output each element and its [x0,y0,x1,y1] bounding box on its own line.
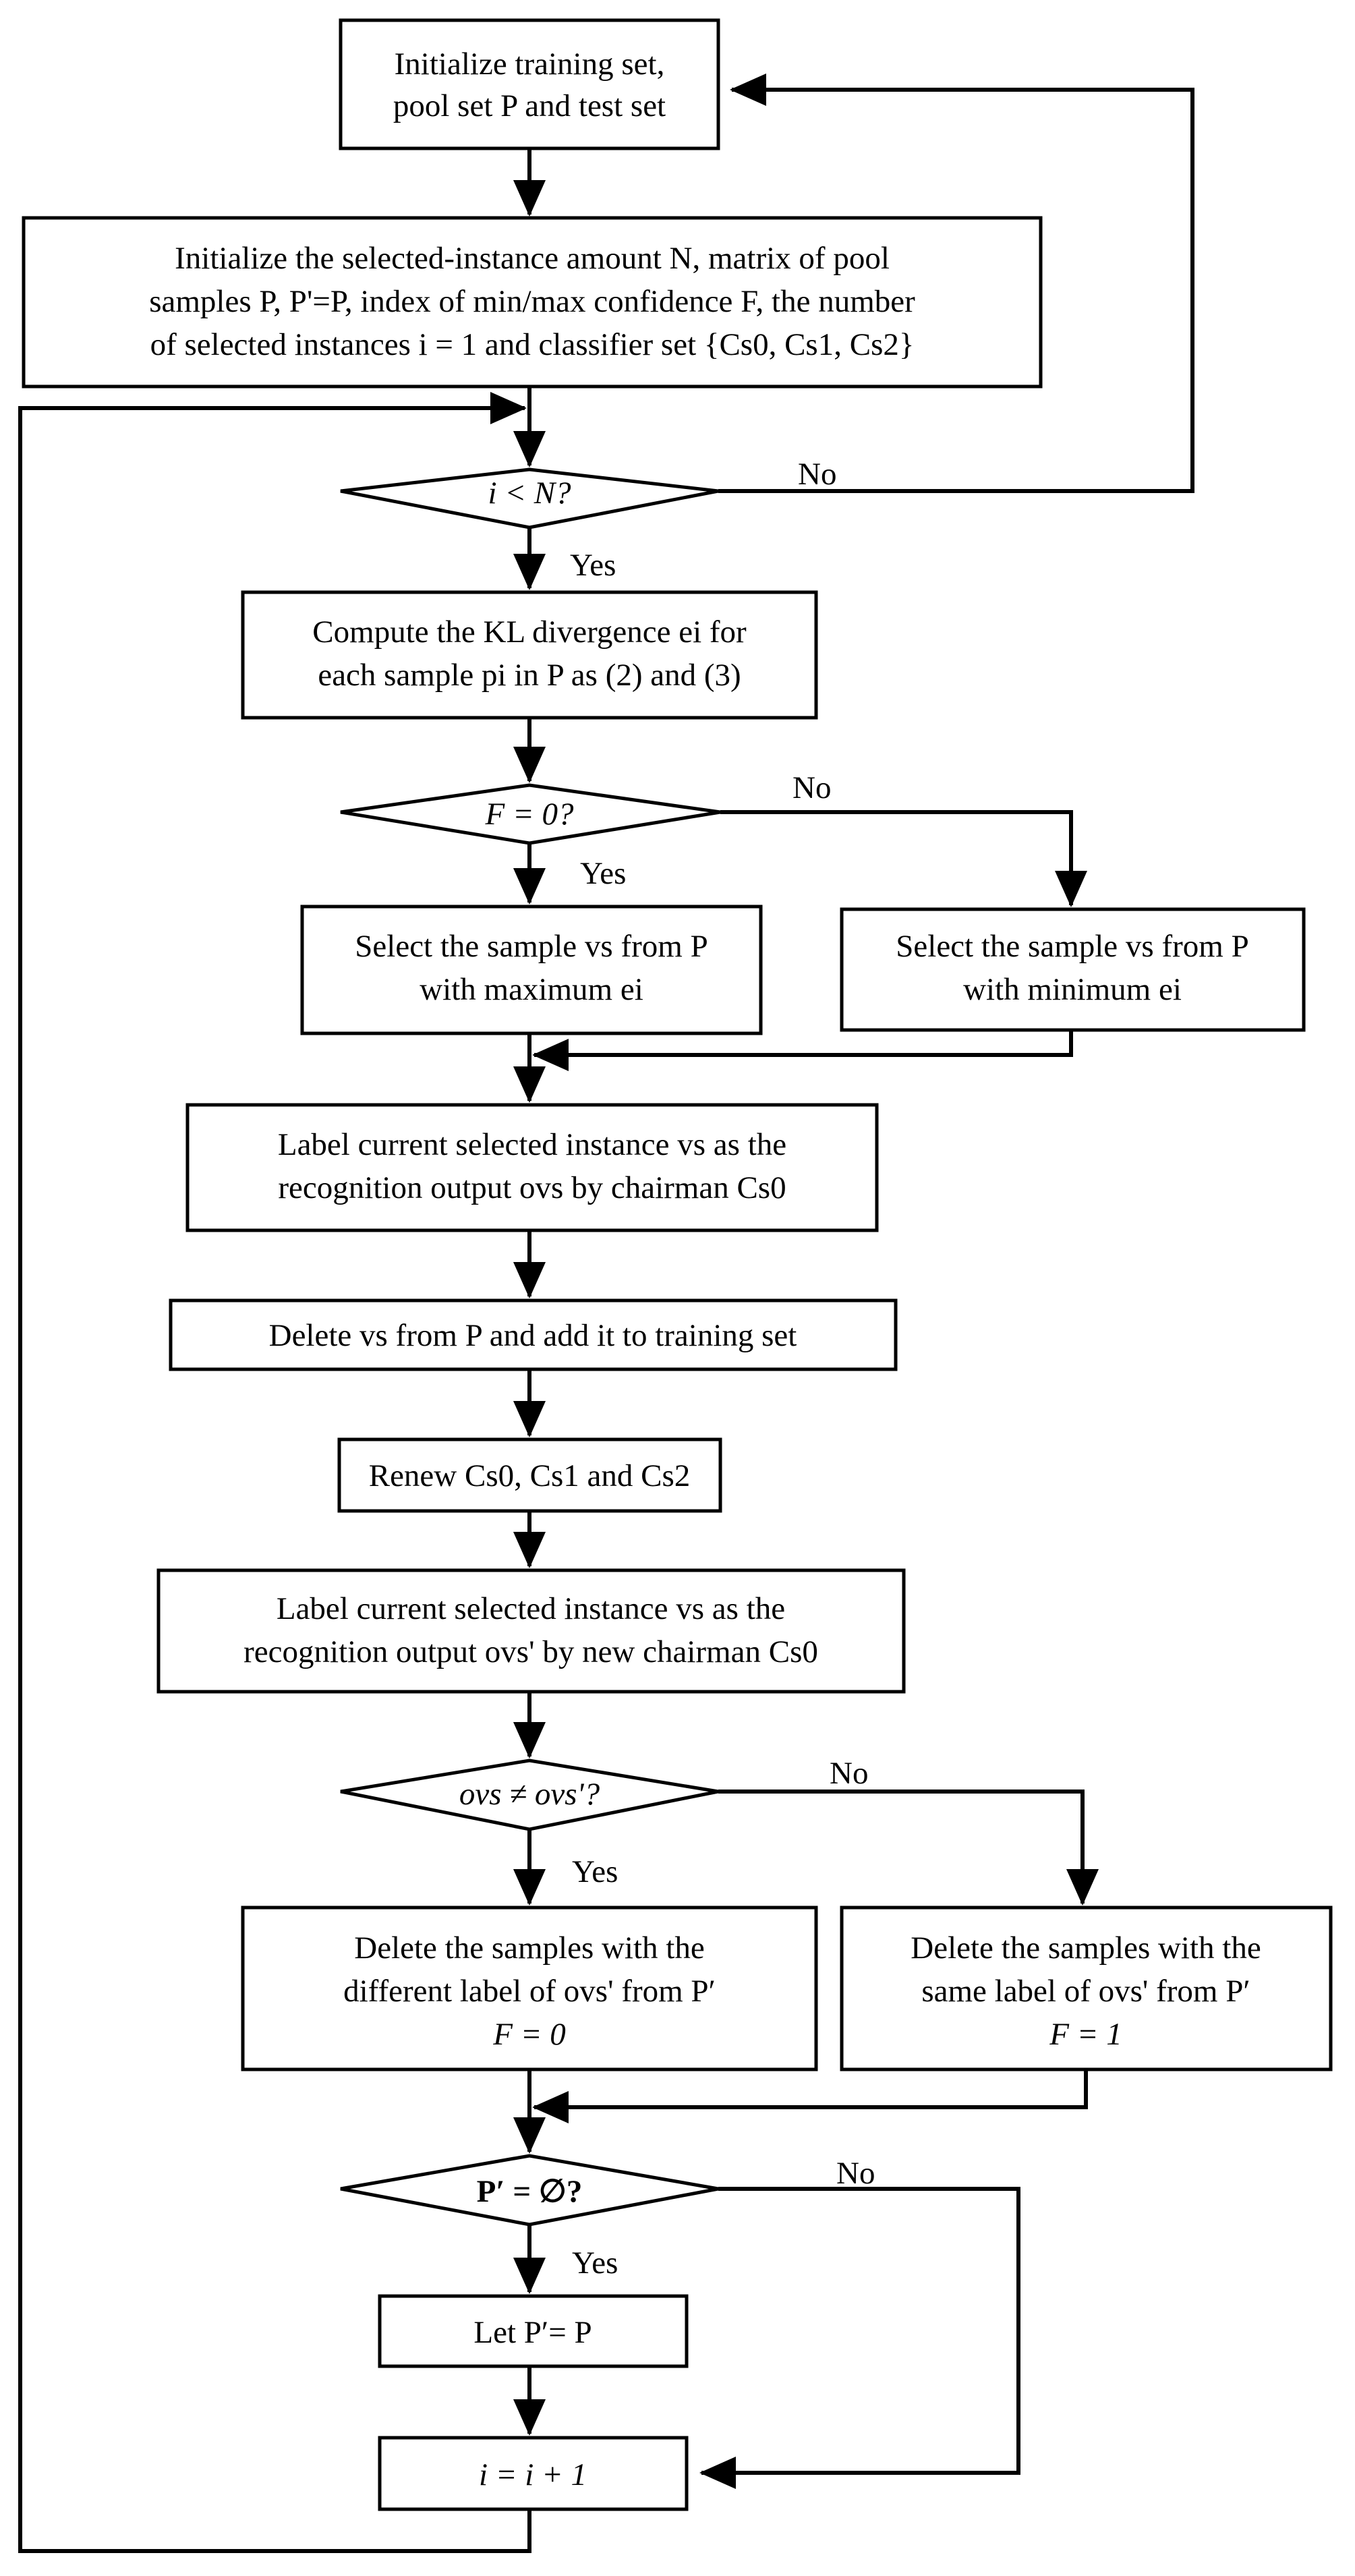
compute-kl-line-1: Compute the KL divergence ei for [312,614,747,650]
cond-o-neq-text: ovs ≠ ovs'? [459,1777,600,1812]
select-max-line-2: with maximum ei [420,972,643,1007]
select-min-box [840,907,1306,1032]
label-yes-1: Yes [570,548,616,583]
select-max-box [300,905,763,1035]
cond-p-empty-text: P′ = ∅? [477,2174,583,2209]
label-no-1: No [798,457,836,492]
label-no-3: No [830,1756,868,1791]
let-p-box [378,2294,689,2368]
init-params-box [22,216,1043,389]
delete-add-box [169,1298,898,1371]
delete-same-line-1: Delete the samples with the [911,1930,1261,1966]
label-new-chairman-line-2: recognition output ovs' by new chairman … [243,1634,818,1669]
init-sets-line-2: pool set P and test set [393,88,666,123]
init-params-line-3: of selected instances i = 1 and classifi… [150,327,915,362]
label-yes-2: Yes [580,856,626,891]
init-params-line-1: Initialize the selected-instance amount … [175,241,890,276]
increment-text: i = i + 1 [479,2457,587,2492]
arrow-no-to-init [718,74,1194,493]
delete-diff-box [241,1906,818,2071]
cond-p-empty-diamond [340,2154,719,2227]
delete-same-line-2: same label of ovs' from P′ [921,1974,1250,2009]
label-new-chairman-box [156,1568,906,1694]
connectors [18,74,1194,2553]
arrow-same-to-merge [532,2069,1088,2123]
branch-labels: No Yes No Yes No Yes No Yes [570,457,875,2281]
compute-kl-line-2: each sample pi in P as (2) and (3) [318,658,741,693]
label-no-2: No [792,770,831,805]
node-texts: Initialize training set, pool set P and … [149,47,1261,2492]
label-chairman-line-1: Label current selected instance vs as th… [278,1127,786,1162]
delete-diff-line-1: Delete the samples with the [354,1930,704,1966]
label-chairman-line-2: recognition output ovs by chairman Cs0 [278,1170,786,1205]
arrow-no-to-min [720,810,1087,907]
increment-box [378,2436,689,2511]
arrow-no-to-delete-same [718,1790,1099,1906]
arrow-min-to-merge [532,1030,1073,1071]
label-yes-4: Yes [572,2245,618,2281]
delete-diff-line-2: different label of ovs' from P′ [343,1974,716,2009]
arrow-no-to-increment [699,2187,1020,2489]
select-max-line-1: Select the sample vs from P [355,929,708,964]
init-sets-line-1: Initialize training set, [395,47,665,82]
cond-i-lt-n-text: i < N? [488,476,571,511]
cond-i-lt-n-diamond [340,467,719,529]
label-no-4: No [836,2156,875,2191]
renew-text: Renew Cs0, Cs1 and Cs2 [369,1458,691,1493]
select-min-line-1: Select the sample vs from P [896,929,1248,964]
label-new-chairman-line-1: Label current selected instance vs as th… [277,1591,785,1626]
delete-diff-line-3: F = 0 [492,2017,565,2052]
select-min-line-2: with minimum ei [963,972,1182,1007]
init-sets-box [339,18,720,150]
cond-f-eq-0-diamond [340,783,721,845]
delete-add-text: Delete vs from P and add it to training … [269,1318,797,1353]
let-p-text: Let P′= P [473,2315,592,2350]
cond-f-eq-0-text: F = 0? [485,797,574,832]
renew-box [337,1437,722,1513]
delete-same-box [840,1906,1333,2071]
arrow-loop-back [18,392,531,2553]
init-params-line-2: samples P, P'=P, index of min/max confid… [149,284,915,319]
label-yes-3: Yes [572,1854,618,1889]
compute-kl-box [241,590,818,720]
cond-o-neq-diamond [340,1758,719,1831]
label-chairman-box [185,1103,879,1232]
shapes [22,18,1333,2511]
delete-same-line-3: F = 1 [1049,2017,1122,2052]
